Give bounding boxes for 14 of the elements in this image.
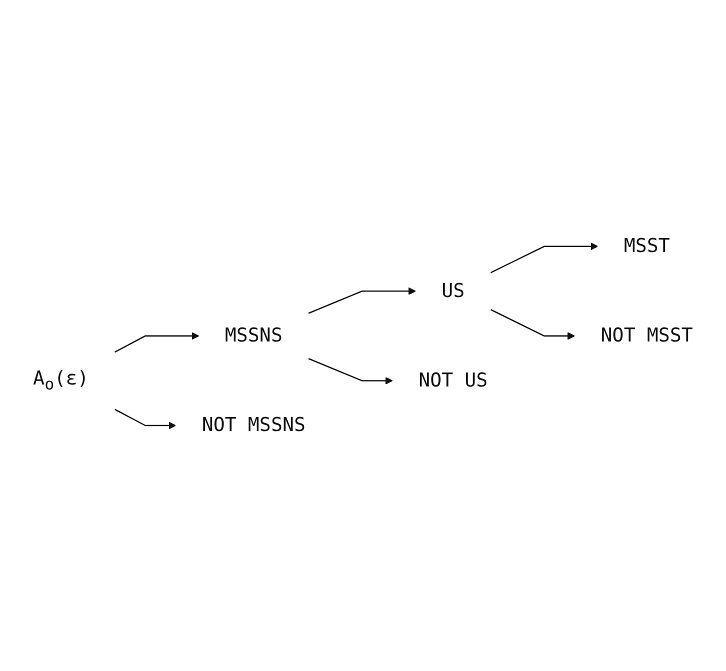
arrow: [114, 408, 176, 429]
arrow: [490, 308, 576, 340]
node-text: US: [442, 280, 465, 302]
node-text: A$_{o}$(ε): [33, 368, 89, 394]
node-text: NOT MSST: [600, 324, 693, 346]
tree-diagram: A$_{o}$(ε) MSSNS NOT MSSNS US NOT US MSST NOT MSST: [0, 212, 726, 460]
arrow: [308, 358, 393, 384]
node-text: NOT US: [418, 369, 488, 392]
node-text: MSSNS: [224, 324, 282, 346]
node-text: NOT MSSNS: [202, 414, 306, 436]
arrow: [308, 286, 416, 314]
node-text: MSST: [624, 235, 670, 257]
arrow: [114, 332, 200, 352]
arrow: [490, 242, 598, 273]
